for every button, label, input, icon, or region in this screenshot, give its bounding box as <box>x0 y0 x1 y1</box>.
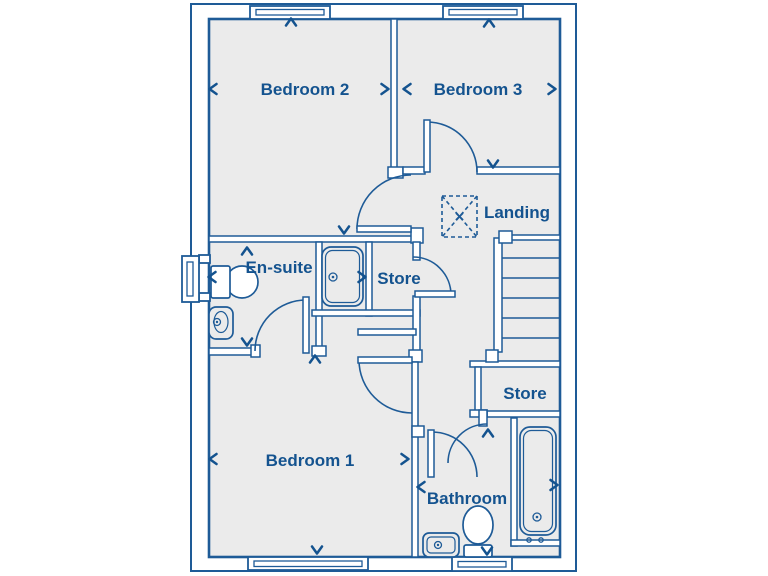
loft-hatch-icon <box>441 195 478 238</box>
toilet-bathroom-icon <box>462 505 494 558</box>
bath-icon <box>519 426 557 543</box>
window-bathroom-icon <box>451 556 513 572</box>
shower-icon <box>321 246 364 307</box>
room-label-bedroom3: Bedroom 3 <box>434 80 523 99</box>
room-label-bedroom2: Bedroom 2 <box>261 80 350 99</box>
basin-ensuite-icon <box>208 306 234 340</box>
toilet-ensuite-icon <box>210 265 259 299</box>
door-bedroom2 <box>356 174 412 233</box>
sink-bathroom-icon <box>422 532 460 558</box>
window-ensuite-icon <box>181 254 211 303</box>
room-label-ensuite: En-suite <box>245 258 312 277</box>
room-label-store-bottom: Store <box>503 384 546 403</box>
window-bedroom2-icon <box>249 5 331 20</box>
room-label-bathroom: Bathroom <box>427 489 507 508</box>
dimension-arrows <box>207 17 559 556</box>
window-bedroom1-icon <box>247 556 369 571</box>
door-bedroom3 <box>423 119 478 173</box>
door-store-bottom <box>447 423 488 464</box>
stairs <box>485 230 561 363</box>
door-store-middle <box>412 256 456 298</box>
interior-floor <box>207 17 562 559</box>
room-label-bedroom1: Bedroom 1 <box>266 451 355 470</box>
room-label-landing: Landing <box>484 203 550 222</box>
door-bathroom <box>427 429 478 478</box>
room-label-store-middle: Store <box>377 269 420 288</box>
door-bedroom1 <box>357 356 413 414</box>
partition-walls <box>208 18 561 558</box>
door-ensuite <box>254 296 310 354</box>
window-bedroom3-icon <box>442 5 524 20</box>
